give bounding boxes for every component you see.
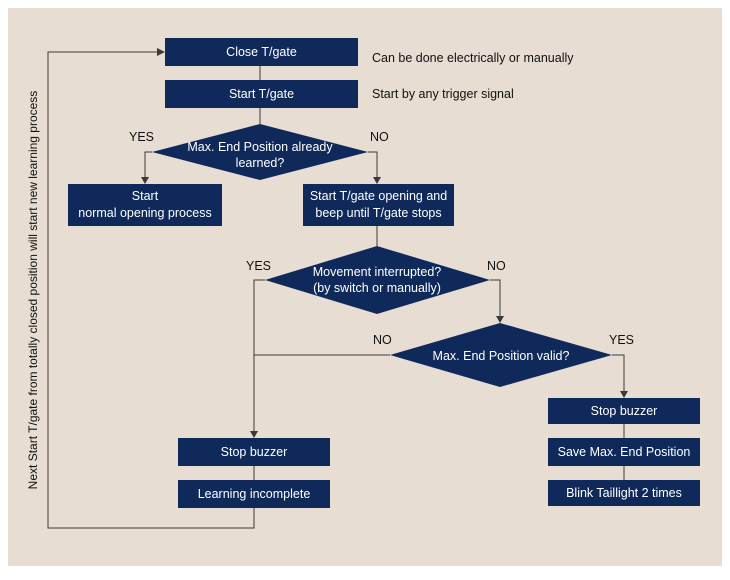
decision-max-end-learned (152, 124, 368, 180)
box-start-opening-beep (303, 184, 454, 226)
box-learning-incomplete (178, 480, 330, 508)
connector-d1-no (368, 151, 378, 180)
branch-labels: YES NO YES NO NO YES (129, 130, 634, 347)
decision-movement-interrupted-line1: Movement interrupted? (313, 265, 442, 279)
box-close-tgate (165, 38, 358, 66)
arrowhead-d3-yes (620, 391, 628, 398)
process-boxes: Close T/gate Start T/gate Start normal o… (68, 38, 700, 508)
box-blink-taillight-text: Blink Taillight 2 times (566, 486, 682, 500)
box-stop-buzzer-left (178, 438, 330, 466)
decision-max-end-valid (390, 323, 612, 387)
label-d1-no: NO (370, 130, 389, 144)
box-start-normal (68, 184, 222, 226)
box-learning-incomplete-text: Learning incomplete (198, 487, 311, 501)
decision-max-end-valid-text: Max. End Position valid? (433, 349, 570, 363)
side-note-relearn: Next Start T/gate from totally closed po… (26, 91, 40, 490)
decision-movement-interrupted-line2: (by switch or manually) (313, 281, 441, 295)
box-start-normal-line2: normal opening process (78, 206, 211, 220)
decision-diamonds: Max. End Position already learned? Movem… (152, 124, 612, 387)
decision-movement-interrupted (265, 246, 490, 314)
note-start-tgate: Start by any trigger signal (372, 87, 514, 101)
box-start-opening-beep-line2: beep until T/gate stops (315, 206, 441, 220)
label-d2-yes: YES (246, 259, 271, 273)
box-start-opening-beep-line1: Start T/gate opening and (310, 189, 447, 203)
label-d3-no: NO (373, 333, 392, 347)
label-d2-no: NO (487, 259, 506, 273)
box-blink-taillight (548, 480, 700, 506)
box-save-max-end (548, 438, 700, 466)
arrowhead-d2-no (496, 316, 504, 323)
connectors (47, 51, 625, 529)
note-close-tgate: Can be done electrically or manually (372, 51, 574, 65)
connector-d3-yes (612, 354, 625, 396)
connector-d2-yes (253, 279, 265, 436)
annotations: Can be done electrically or manually Sta… (372, 51, 574, 101)
box-save-max-end-text: Save Max. End Position (558, 445, 691, 459)
arrowhead-loop (157, 48, 165, 56)
connector-loop-back (47, 51, 255, 529)
arrowheads (141, 48, 628, 438)
box-start-tgate-text: Start T/gate (229, 87, 294, 101)
arrowhead-d2-yes (250, 431, 258, 438)
decision-max-end-learned-line2: learned? (236, 156, 285, 170)
decision-max-end-learned-line1: Max. End Position already (187, 140, 333, 154)
arrowhead-d1-yes (141, 177, 149, 184)
box-start-tgate (165, 80, 358, 108)
box-close-tgate-text: Close T/gate (226, 45, 297, 59)
box-stop-buzzer-right-text: Stop buzzer (591, 404, 658, 418)
connector-d1-yes (144, 151, 152, 180)
label-d3-yes: YES (609, 333, 634, 347)
box-stop-buzzer-left-text: Stop buzzer (221, 445, 288, 459)
arrowhead-d1-no (373, 177, 381, 184)
box-stop-buzzer-right (548, 398, 700, 424)
label-d1-yes: YES (129, 130, 154, 144)
box-start-normal-line1: Start (132, 189, 159, 203)
connector-d2-no (490, 279, 501, 320)
